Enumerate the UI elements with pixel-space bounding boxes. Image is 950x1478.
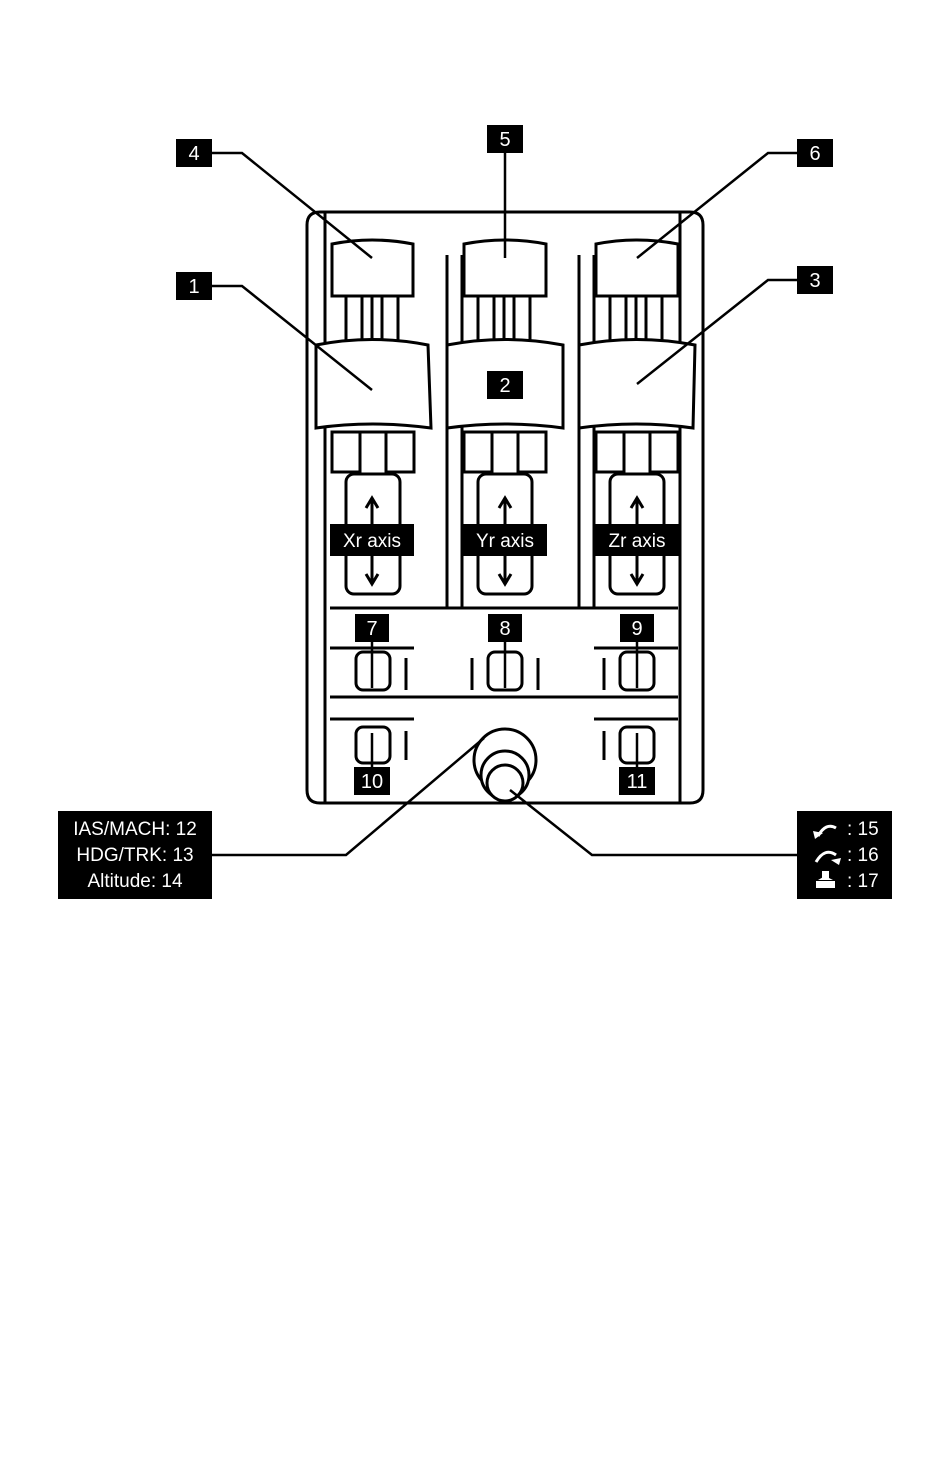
callout-6-text: 6: [809, 143, 820, 165]
axis-label-zr: Zr axis: [595, 524, 679, 556]
axis-label-xr-text: Xr axis: [343, 531, 401, 552]
callout-4-text: 4: [188, 143, 199, 165]
callout-2: 2: [487, 371, 523, 399]
hat-legend-push: : 17: [847, 871, 879, 892]
lever-xr-top-cap[interactable]: [332, 240, 413, 296]
callout-7-text: 7: [366, 618, 377, 640]
callout-5: 5: [487, 125, 523, 153]
callout-8: 8: [488, 614, 522, 642]
callout-11: 11: [619, 767, 655, 795]
callout-7: 7: [355, 614, 389, 642]
toggle-switch-11[interactable]: [604, 727, 654, 763]
toggle-switch-9[interactable]: [604, 652, 654, 690]
callout-11-text: 11: [627, 771, 648, 793]
lever-xr-grip[interactable]: [316, 340, 431, 429]
callout-1-text: 1: [188, 276, 199, 298]
toggle-switch-7[interactable]: [356, 652, 406, 690]
knob-legend-hdg-trk: HDG/TRK: 13: [76, 845, 193, 866]
callout-1: 1: [176, 272, 212, 300]
callout-4: 4: [176, 139, 212, 167]
hat-legend-rotate-right: : 16: [847, 845, 879, 866]
callout-5-text: 5: [499, 129, 510, 151]
lever-zr-top-cap[interactable]: [596, 240, 678, 296]
hat-legend-rotate-left: : 15: [847, 819, 879, 840]
toggle-switch-10[interactable]: [356, 727, 406, 763]
callout-9-text: 9: [631, 618, 642, 640]
callout-6: 6: [797, 139, 833, 167]
knob-legend-ias-mach: IAS/MACH: 12: [73, 819, 197, 840]
callout-10-text: 10: [361, 771, 383, 793]
axis-label-yr: Yr axis: [463, 524, 547, 556]
axis-label-zr-text: Zr axis: [609, 531, 666, 552]
callout-10: 10: [354, 767, 390, 795]
axis-label-yr-text: Yr axis: [476, 531, 534, 552]
callout-8-text: 8: [499, 618, 510, 640]
callout-3: 3: [797, 266, 833, 294]
callout-3-text: 3: [809, 270, 820, 292]
callout-2-text: 2: [499, 375, 510, 397]
knob-legend-altitude: Altitude: 14: [87, 871, 182, 892]
callout-9: 9: [620, 614, 654, 642]
knob-legend: IAS/MACH: 12 HDG/TRK: 13 Altitude: 14: [58, 811, 212, 899]
hat-legend: : 15 : 16 : 17: [797, 811, 892, 899]
axis-label-xr: Xr axis: [330, 524, 414, 556]
